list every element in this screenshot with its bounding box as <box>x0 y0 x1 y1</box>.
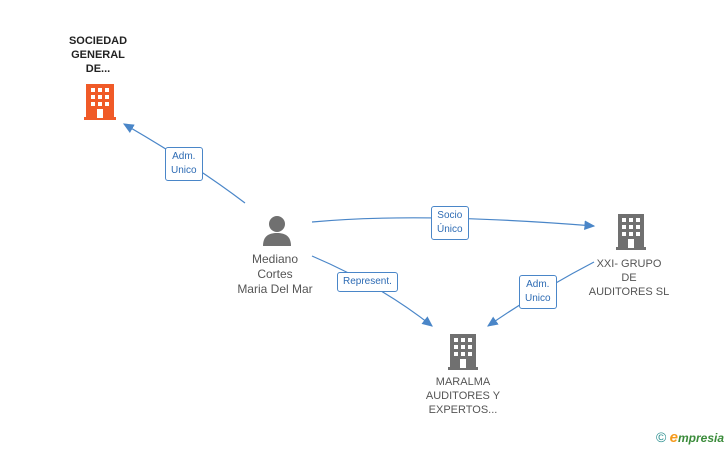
xxi-label[interactable]: XXI- GRUPO DE AUDITORES SL <box>580 257 678 299</box>
xxi-label-line: XXI- GRUPO <box>596 258 662 270</box>
brand-logo: empresia <box>669 429 724 446</box>
edge-label-line: Adm. <box>172 151 196 162</box>
edge-label-line: Único <box>437 224 463 235</box>
maralma-label[interactable]: MARALMA AUDITORES Y EXPERTOS... <box>410 375 516 417</box>
edge-label-line: Adm. <box>526 279 550 290</box>
edge-label-line: Unico <box>525 293 551 304</box>
xxi-label-line: DE <box>621 272 637 284</box>
edge-label-adm-unico-sociedad: Adm. Unico <box>165 147 203 181</box>
sociedad-label[interactable]: SOCIEDAD GENERAL DE... <box>55 34 141 76</box>
person-label-line: Mediano <box>251 252 299 266</box>
edge-label-line: Unico <box>171 165 197 176</box>
footer-brand: © empresia <box>656 429 724 446</box>
brand-initial: e <box>669 429 678 446</box>
edge-label-line: Represent. <box>343 276 392 287</box>
sociedad-label-line: DE... <box>85 63 111 75</box>
person-label-line: Cortes <box>257 267 293 281</box>
building-icon-sociedad[interactable] <box>84 84 116 120</box>
building-icon-xxi[interactable] <box>616 214 646 250</box>
edge-label-represent: Represent. <box>337 272 398 292</box>
building-icon-maralma[interactable] <box>448 334 478 370</box>
maralma-label-line: EXPERTOS... <box>428 404 498 416</box>
edge-label-socio-unico: Socio Único <box>431 206 469 240</box>
maralma-label-line: AUDITORES Y <box>425 390 501 402</box>
copyright-symbol: © <box>655 429 667 445</box>
sociedad-label-line: SOCIEDAD <box>68 35 128 47</box>
person-label[interactable]: Mediano Cortes Maria Del Mar <box>226 252 324 297</box>
person-icon[interactable] <box>262 215 292 247</box>
sociedad-label-line: GENERAL <box>71 49 125 61</box>
person-label-line: Maria Del Mar <box>237 282 313 296</box>
xxi-label-line: AUDITORES SL <box>588 286 670 298</box>
brand-name: mpresia <box>677 431 724 445</box>
edge-label-line: Socio <box>437 210 463 221</box>
maralma-label-line: MARALMA <box>435 376 491 388</box>
edge-label-adm-unico-maralma: Adm. Unico <box>519 275 557 309</box>
